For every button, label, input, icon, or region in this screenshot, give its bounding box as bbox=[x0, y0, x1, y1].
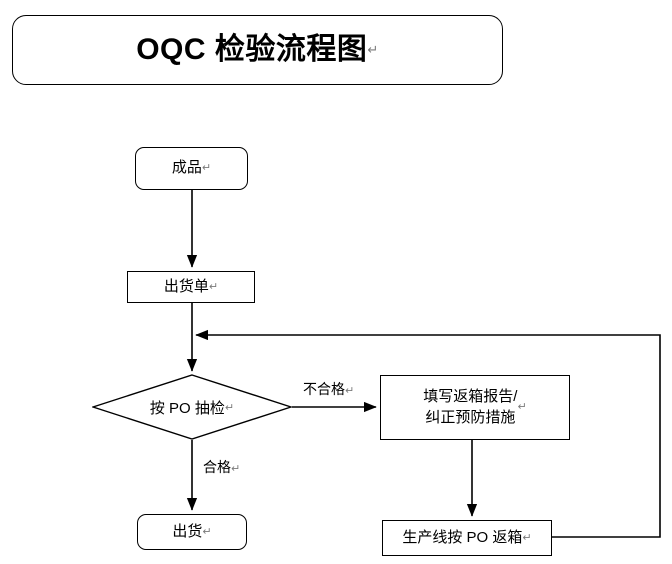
title-pilcrow-mark: ↵ bbox=[367, 42, 379, 58]
node-line-return-box[interactable]: 生产线按 PO 返箱↵ bbox=[382, 520, 552, 556]
node-po-sampling-label-wrap: 按 PO 抽检↵ bbox=[92, 374, 292, 440]
edge-label-fail-pilcrow: ↵ bbox=[345, 385, 355, 397]
node-finished-goods[interactable]: 成品↵ bbox=[135, 147, 248, 190]
edge-label-pass-text: 合格 bbox=[203, 459, 231, 475]
edge-label-fail-text: 不合格 bbox=[303, 381, 345, 397]
node-shipping-order-label: 出货单 bbox=[163, 277, 209, 295]
node-line-return-box-label: 生产线按 PO 返箱 bbox=[402, 528, 523, 546]
node-line-return-box-pilcrow: ↵ bbox=[522, 531, 532, 544]
diagram-title-text: OQC 检验流程图 bbox=[136, 32, 368, 66]
node-shipment-label: 出货 bbox=[172, 522, 203, 540]
node-finished-goods-pilcrow: ↵ bbox=[201, 162, 212, 175]
diagram-title-box: OQC 检验流程图↵ bbox=[12, 15, 503, 85]
node-fill-report[interactable]: 填写返箱报告/ 纠正预防措施↵ bbox=[380, 375, 570, 440]
node-shipping-order[interactable]: 出货单↵ bbox=[127, 271, 255, 303]
edge-label-fail: 不合格↵ bbox=[303, 379, 354, 399]
diamond-shape bbox=[92, 374, 292, 440]
node-po-sampling-label: 按 PO 抽检 bbox=[149, 399, 225, 417]
node-shipment-pilcrow: ↵ bbox=[202, 525, 212, 538]
node-po-sampling-pilcrow: ↵ bbox=[224, 401, 235, 414]
node-fill-report-pilcrow: ↵ bbox=[517, 401, 527, 414]
node-finished-goods-label: 成品 bbox=[171, 159, 202, 177]
node-po-sampling[interactable]: 按 PO 抽检↵ bbox=[92, 374, 292, 440]
node-shipment[interactable]: 出货↵ bbox=[137, 514, 247, 550]
edge-label-pass: 合格↵ bbox=[203, 457, 240, 477]
node-fill-report-label: 填写返箱报告/ 纠正预防措施 bbox=[423, 388, 518, 426]
edge-label-pass-pilcrow: ↵ bbox=[231, 463, 241, 475]
node-shipping-order-pilcrow: ↵ bbox=[208, 280, 219, 293]
